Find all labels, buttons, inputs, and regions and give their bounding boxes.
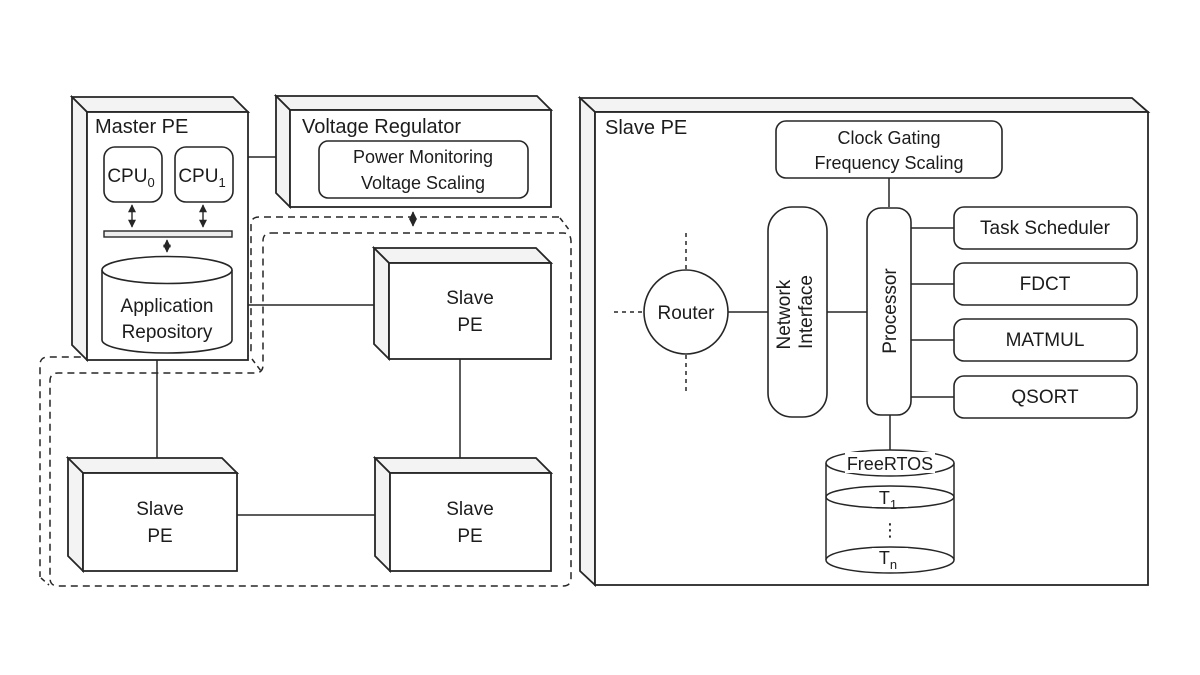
module-boxes: Task Scheduler FDCT MATMUL QSORT xyxy=(953,206,1138,419)
app-repository-cylinder-body xyxy=(101,270,233,354)
slave-pe-bottom-right-box: Slave PE xyxy=(372,455,554,574)
slave-pe-bl-line2: PE xyxy=(147,526,172,547)
qsort-label: QSORT xyxy=(1011,387,1079,408)
slave-pe-top-box: Slave PE xyxy=(371,245,554,362)
power-monitoring-line1: Power Monitoring xyxy=(353,147,493,167)
cluster-depth-edge-topright xyxy=(559,217,571,232)
processor-rect xyxy=(866,207,912,416)
qsort-box xyxy=(953,375,1138,419)
matmul-label: MATMUL xyxy=(1006,330,1085,351)
app-repository-line2: Repository xyxy=(122,322,213,343)
router-node: Router xyxy=(643,269,729,355)
master-pe-title: Master PE xyxy=(95,116,188,138)
slave-pe-br-front-face xyxy=(389,472,552,572)
fdct-label: FDCT xyxy=(1020,274,1071,295)
network-interface-rect xyxy=(767,206,828,418)
slave-pe-bl-front-face xyxy=(82,472,238,572)
clock-gating-box: Clock Gating Frequency Scaling xyxy=(775,120,1003,179)
router-label: Router xyxy=(657,303,715,324)
slave-pe-detail-top-face xyxy=(577,97,1151,113)
voltage-regulator-top-face xyxy=(273,95,554,111)
task-scheduler-label: Task Scheduler xyxy=(980,218,1111,239)
network-interface-box: Network Interface xyxy=(767,206,828,418)
cpu0-box xyxy=(103,146,163,203)
cpu0-label: CPU0 xyxy=(107,166,154,190)
fdct-box xyxy=(953,262,1138,306)
slave-pe-bottom-left-box: Slave PE xyxy=(65,455,240,574)
slave-pe-detail-left-face xyxy=(579,95,596,588)
freertos-title: FreeRTOS xyxy=(847,454,933,474)
slave-pe-br-left-face xyxy=(374,455,391,574)
slave-pe-br-line1: Slave xyxy=(446,499,494,520)
freertos-tn-label: Tn xyxy=(879,548,897,572)
cluster-inner-dashed-path xyxy=(49,232,572,587)
noc-cluster-dashed-region xyxy=(39,216,572,587)
slave-pe-bl-top-face xyxy=(65,457,240,474)
master-pe-left-face xyxy=(71,94,88,363)
voltage-regulator-box: Voltage Regulator Power Monitoring Volta… xyxy=(273,93,554,210)
app-repository-line1: Application xyxy=(121,296,214,317)
freertos-t1-ellipse xyxy=(825,485,955,509)
slave-pe-top-left-face xyxy=(373,245,390,362)
master-pe-internals: CPU0 CPU1 Application Repository xyxy=(101,146,234,354)
slave-pe-top-line1: Slave xyxy=(446,288,494,309)
task-scheduler-box xyxy=(953,206,1138,250)
slave-pe-bl-left-face xyxy=(67,455,84,574)
voltage-regulator-left-face xyxy=(275,93,291,210)
matmul-box xyxy=(953,318,1138,362)
slave-pe-br-line2: PE xyxy=(457,526,482,547)
slave-pe-top-line2: PE xyxy=(457,315,482,336)
master-pe-top-face xyxy=(69,96,251,113)
cluster-outer-dashed-path xyxy=(39,216,559,577)
detail-connectors xyxy=(614,178,954,452)
network-interface-label: Network Interface xyxy=(774,275,817,350)
system-bus-bar xyxy=(103,230,233,238)
slave-pe-detail-title: Slave PE xyxy=(605,117,687,139)
slave-pe-top-front-face xyxy=(388,262,552,360)
freertos-t1-label: T1 xyxy=(879,488,897,512)
voltage-regulator-title: Voltage Regulator xyxy=(302,116,461,138)
cluster-depth-edge-notch xyxy=(251,358,262,372)
freertos-tn-mask xyxy=(872,548,908,567)
freertos-title-mask xyxy=(845,452,935,473)
freertos-cylinder: FreeRTOS T1 ⋮ Tn xyxy=(825,449,955,574)
power-monitoring-box xyxy=(318,140,529,199)
processor-label: Processor xyxy=(880,268,901,354)
slave-pe-br-top-face xyxy=(372,457,554,474)
cpu1-box xyxy=(174,146,234,203)
freertos-dots: ⋮ xyxy=(881,520,899,540)
router-circle xyxy=(643,269,729,355)
cpu1-label: CPU1 xyxy=(178,166,225,190)
left-connectors xyxy=(156,156,461,516)
slave-pe-bl-line1: Slave xyxy=(136,499,184,520)
slave-pe-top-top-face xyxy=(371,247,554,264)
app-repository-cylinder-top xyxy=(101,255,233,285)
processor-box: Processor xyxy=(866,207,912,416)
clock-gating-line1: Clock Gating xyxy=(837,128,940,148)
clock-gating-line2: Frequency Scaling xyxy=(814,153,963,173)
power-monitoring-line2: Voltage Scaling xyxy=(361,173,485,193)
clock-gating-rect xyxy=(775,120,1003,179)
freertos-t1-mask xyxy=(872,488,908,507)
cluster-depth-edge-bottomleft xyxy=(40,577,50,586)
